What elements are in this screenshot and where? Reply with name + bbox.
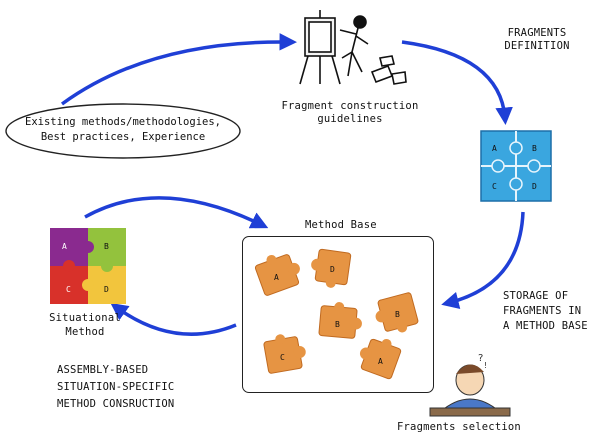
piece-b-2 xyxy=(375,292,419,333)
storage-line-2: FRAGMENTS IN xyxy=(503,305,582,317)
situational-letter-d: D xyxy=(104,285,110,294)
situational-line-1: Situational xyxy=(49,312,121,324)
source-line-1: Existing methods/methodologies, xyxy=(25,116,221,128)
piece-letter-d: D xyxy=(330,265,336,274)
arrow-to-method-base xyxy=(441,211,525,309)
arrow-to-guidelines xyxy=(60,33,297,106)
piece-a-2 xyxy=(359,338,402,380)
situational-puzzle-icon xyxy=(50,228,126,304)
blue-puzzle-letter-b: B xyxy=(532,144,538,153)
fragments-definition-line-2: DEFINITION xyxy=(504,40,570,52)
easel-painter-icon xyxy=(299,10,407,85)
method-base-pieces xyxy=(254,248,419,380)
blue-puzzle-letter-c: C xyxy=(492,182,498,191)
assembly-line-1: ASSEMBLY-BASED xyxy=(57,364,149,376)
situational-letter-b: B xyxy=(104,242,110,251)
piece-letter-a-1: A xyxy=(274,273,280,282)
arrow-from-situational-method xyxy=(84,196,269,229)
piece-letter-b-1: B xyxy=(335,320,341,329)
fragments-definition-label: FRAGMENTS DEFINITION xyxy=(487,27,587,53)
assembly-line-2: SITUATION-SPECIFIC xyxy=(57,381,175,393)
source-ellipse-text: Existing methods/methodologies, Best pra… xyxy=(8,115,238,145)
method-base-box: A D B B C A xyxy=(242,236,434,393)
source-ellipse xyxy=(5,103,241,159)
blue-puzzle-letter-d: D xyxy=(532,182,538,191)
storage-line-1: STORAGE OF xyxy=(503,290,569,302)
assembly-label: ASSEMBLY-BASED SITUATION-SPECIFIC METHOD… xyxy=(57,362,174,413)
guidelines-line-2: guidelines xyxy=(317,113,383,125)
piece-letter-a-2: A xyxy=(378,357,384,366)
arrow-to-situational-method xyxy=(110,302,237,336)
situational-line-2: Method xyxy=(65,326,105,338)
guidelines-line-1: Fragment construction xyxy=(281,100,419,112)
svg-text:!: ! xyxy=(484,361,487,370)
piece-a-1 xyxy=(254,254,300,296)
situational-letter-c: C xyxy=(66,285,72,294)
guidelines-label: Fragment construction guidelines xyxy=(270,100,430,126)
piece-d xyxy=(311,248,352,288)
svg-text:?: ? xyxy=(478,353,483,364)
arrow-to-blue-puzzle xyxy=(401,40,513,125)
source-line-2: Best practices, Experience xyxy=(40,131,206,143)
fragments-selection-label: Fragments selection xyxy=(397,421,521,433)
storage-line-3: A METHOD BASE xyxy=(503,320,588,332)
method-base-title: Method Base xyxy=(305,219,377,231)
assembly-line-3: METHOD CONSRUCTION xyxy=(57,398,175,410)
blue-puzzle-icon xyxy=(480,130,552,202)
blue-puzzle-letter-a: A xyxy=(492,144,498,153)
piece-b-1 xyxy=(318,302,362,339)
thinking-person-icon: ? ! xyxy=(429,353,511,417)
situational-method-label: Situational Method xyxy=(40,311,130,339)
storage-label: STORAGE OF FRAGMENTS IN A METHOD BASE xyxy=(503,289,588,334)
piece-letter-b-2: B xyxy=(395,310,401,319)
situational-letter-a: A xyxy=(62,242,68,251)
piece-c xyxy=(263,334,306,374)
fragments-definition-line-1: FRAGMENTS xyxy=(507,27,567,39)
piece-letter-c: C xyxy=(280,353,286,362)
